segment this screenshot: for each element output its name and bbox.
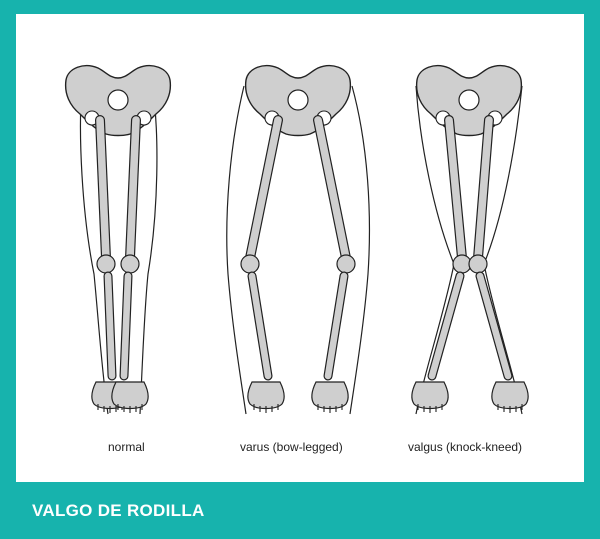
illustration-panel: normal varus (bow-legged) valgus (knock-… [16, 14, 584, 482]
caption-bar: VALGO DE RODILLA [0, 482, 600, 539]
caption-title: VALGO DE RODILLA [32, 501, 205, 521]
skeleton-normal [66, 66, 171, 414]
label-normal: normal [108, 440, 145, 454]
skeleton-valgus [412, 66, 528, 414]
label-valgus: valgus (knock-kneed) [408, 440, 522, 454]
skeleton-varus [227, 66, 370, 414]
label-varus: varus (bow-legged) [240, 440, 343, 454]
leg-alignment-illustration [16, 14, 584, 482]
